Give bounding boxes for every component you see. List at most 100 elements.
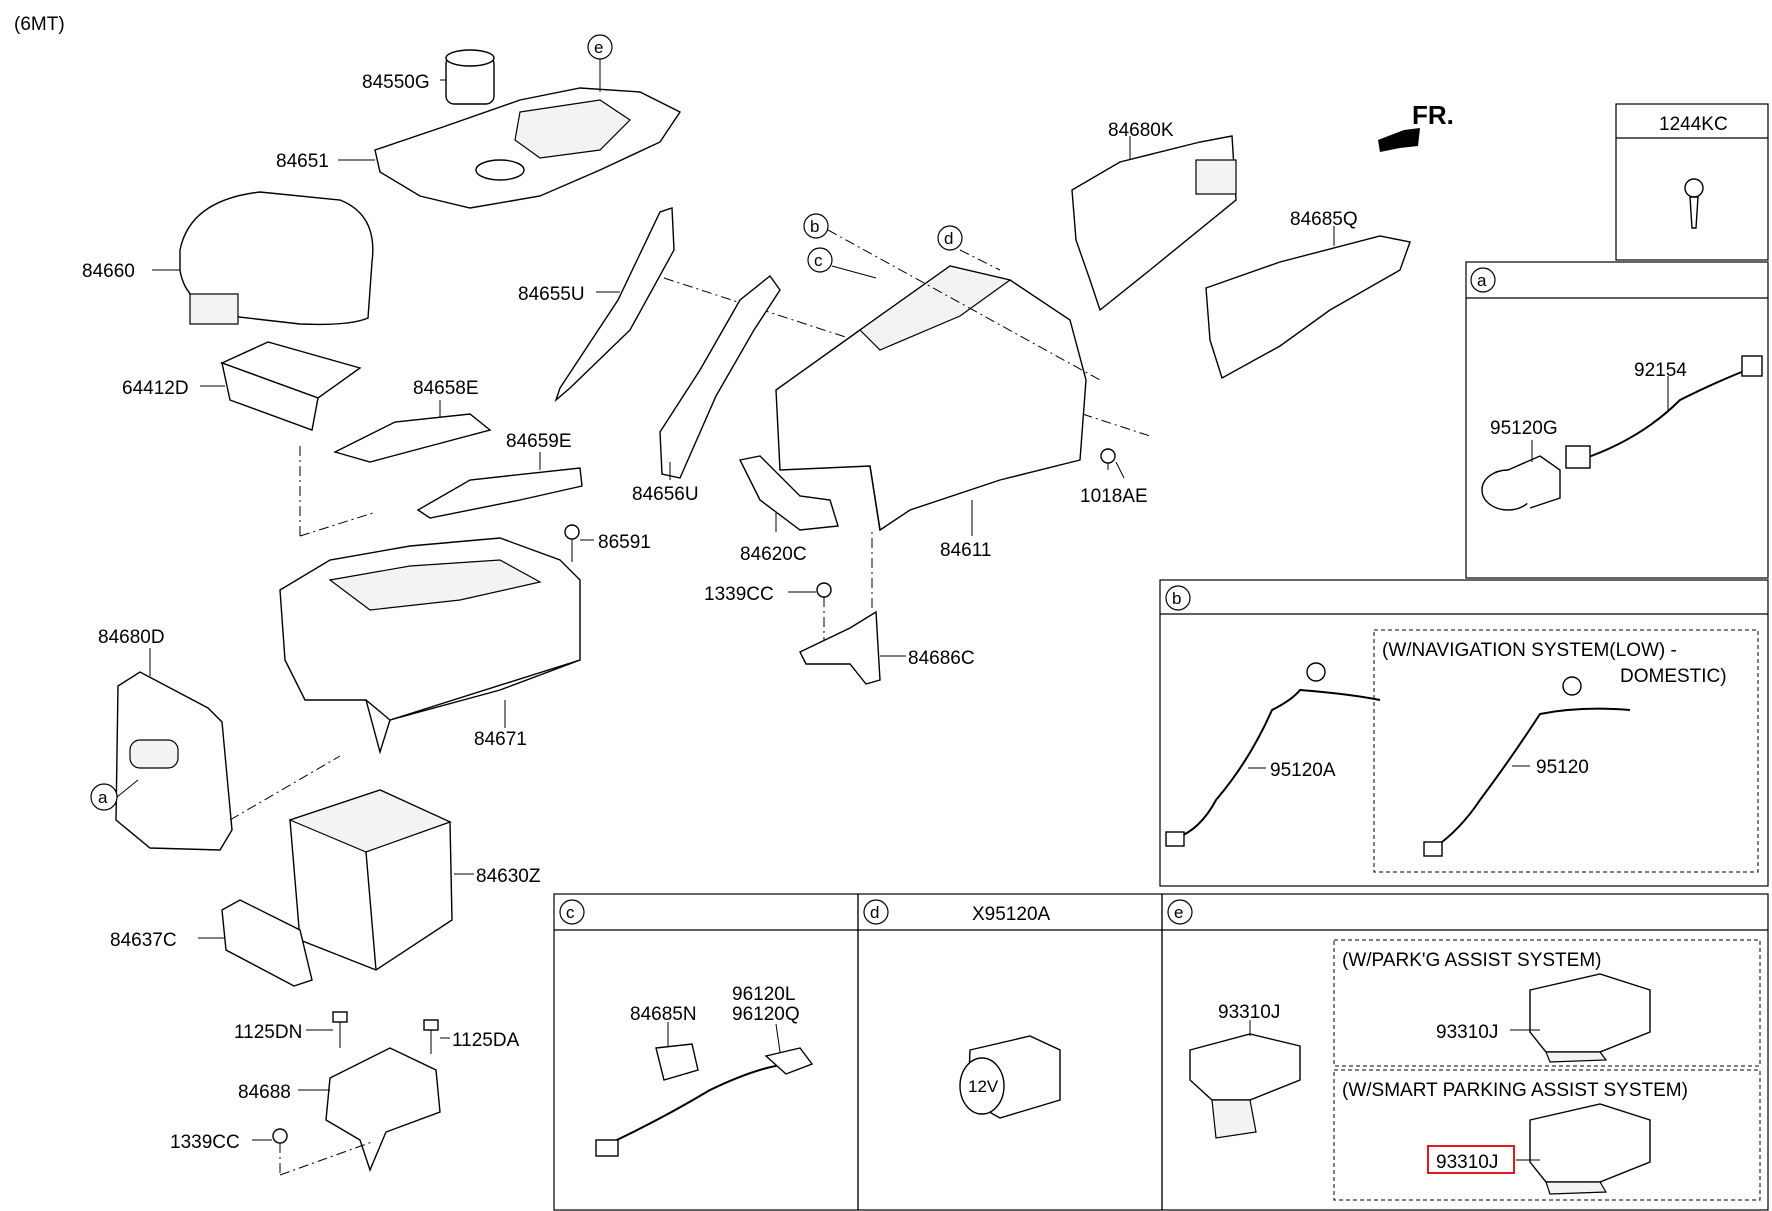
svg-text:a: a [1477, 271, 1487, 290]
nav-variant-box [1373, 629, 1759, 873]
part-84651: 84651 [276, 151, 329, 172]
floor-console-body [279, 537, 581, 755]
svg-text:d: d [944, 229, 953, 248]
part-84680D: 84680D [98, 627, 165, 648]
nut-1339CC-left [272, 1128, 288, 1144]
wire-92154 [1565, 355, 1763, 469]
screw-1018AE [1100, 448, 1116, 470]
part-84656U: 84656U [632, 484, 699, 505]
callout-a-box [1470, 267, 1496, 293]
cup-holder-insert [445, 49, 495, 105]
trim-84659E [416, 467, 583, 519]
harness-95120 [1423, 676, 1631, 857]
part-84688: 84688 [238, 1082, 291, 1103]
switch-93310J-base [1189, 1033, 1301, 1139]
svg-text:b: b [810, 217, 819, 236]
part-95120G: 95120G [1490, 418, 1558, 439]
screw-1244KC [1684, 178, 1704, 229]
svg-text:a: a [98, 788, 108, 807]
note-nav-line1: (W/NAVIGATION SYSTEM(LOW) - [1382, 640, 1677, 661]
part-1339CC-left: 1339CC [170, 1132, 240, 1153]
front-direction-arrow [1378, 128, 1420, 152]
trim-84685Q [1205, 235, 1411, 380]
part-1339CC-center: 1339CC [704, 584, 774, 605]
part-1125DN: 1125DN [234, 1022, 302, 1043]
bracket-84688 [325, 1047, 441, 1172]
part-86591: 86591 [598, 532, 651, 553]
svg-text:d: d [870, 903, 879, 922]
callout-e-box [1167, 899, 1193, 925]
part-84620C: 84620C [740, 544, 807, 565]
socket-12v-text: 12V [968, 1077, 999, 1096]
bolt-1125DN [332, 1011, 348, 1048]
part-1125DA: 1125DA [452, 1030, 520, 1051]
part-84658E: 84658E [413, 378, 479, 399]
part-84686C: 84686C [908, 648, 975, 669]
armrest-lid [179, 191, 374, 326]
callout-d-center [937, 225, 963, 251]
park-assist-variant-box [1333, 939, 1761, 1067]
part-84685Q: 84685Q [1290, 209, 1358, 230]
callout-c-center [807, 247, 833, 273]
side-trim-84656U [659, 274, 781, 479]
svg-text:b: b [1172, 589, 1181, 608]
part-84637C: 84637C [110, 930, 177, 951]
part-84660: 84660 [82, 261, 135, 282]
note-nav-line2: DOMESTIC) [1620, 666, 1727, 687]
detail-box-c [553, 893, 859, 1211]
part-93310J-base: 93310J [1218, 1002, 1280, 1023]
part-84680K: 84680K [1108, 120, 1174, 141]
bracket-84620C [738, 455, 839, 531]
part-84630Z: 84630Z [476, 866, 541, 887]
detail-box-e [1161, 893, 1769, 1211]
detail-box-1244KC [1615, 103, 1769, 261]
svg-text:e: e [594, 38, 603, 57]
harness-95120A [1165, 662, 1381, 847]
switch-93310J-park-assist [1529, 973, 1651, 1063]
part-84685N: 84685N [630, 1004, 697, 1025]
part-64412D: 64412D [122, 378, 189, 399]
part-93310J-park-assist: 93310J [1436, 1022, 1498, 1043]
part-84611: 84611 [940, 540, 991, 561]
variant-label: (6MT) [14, 14, 65, 35]
part-84659E: 84659E [506, 431, 572, 452]
part-96120L: 96120L [732, 984, 795, 1005]
socket-95120G [1481, 455, 1561, 511]
callout-b-center [803, 213, 829, 239]
part-1018AE: 1018AE [1080, 486, 1148, 507]
note-park-assist: (W/PARK'G ASSIST SYSTEM) [1342, 950, 1601, 971]
svg-text:c: c [814, 251, 823, 270]
part-96120Q: 96120Q [732, 1004, 800, 1025]
front-direction-label: FR. [1412, 100, 1454, 130]
console-side-panel-84611 [775, 265, 1087, 532]
screw-86591 [564, 524, 580, 562]
part-X95120A: X95120A [972, 904, 1051, 925]
trim-84658E [333, 413, 492, 463]
part-92154: 92154 [1634, 360, 1687, 381]
rear-console-cover [115, 671, 233, 851]
part-95120A: 95120A [1270, 760, 1336, 781]
storage-tray [220, 341, 362, 431]
detail-box-b [1159, 579, 1769, 887]
svg-text:c: c [566, 903, 575, 922]
part-84671: 84671 [474, 729, 527, 750]
bolt-1125DA [423, 1019, 439, 1054]
nut-1339CC-center [816, 582, 832, 598]
callout-c-box [559, 899, 585, 925]
side-cover-84680K [1071, 135, 1237, 312]
callout-b-box [1165, 585, 1191, 611]
shifter-bezel [374, 87, 682, 209]
svg-text:e: e [1174, 903, 1183, 922]
switch-93310J-smart-parking [1529, 1103, 1651, 1195]
part-93310J-smart-parking: 93310J [1436, 1152, 1498, 1173]
smart-parking-variant-box [1333, 1069, 1761, 1201]
part-84655U: 84655U [518, 284, 585, 305]
usb-cable-96120L [595, 1043, 814, 1157]
detail-box-a [1465, 261, 1769, 579]
note-smart-parking: (W/SMART PARKING ASSIST SYSTEM) [1342, 1080, 1688, 1101]
part-95120: 95120 [1536, 757, 1589, 778]
console-bracket-84630Z [288, 789, 453, 971]
bracket-84637C [221, 899, 313, 987]
bracket-84686C [799, 610, 881, 685]
